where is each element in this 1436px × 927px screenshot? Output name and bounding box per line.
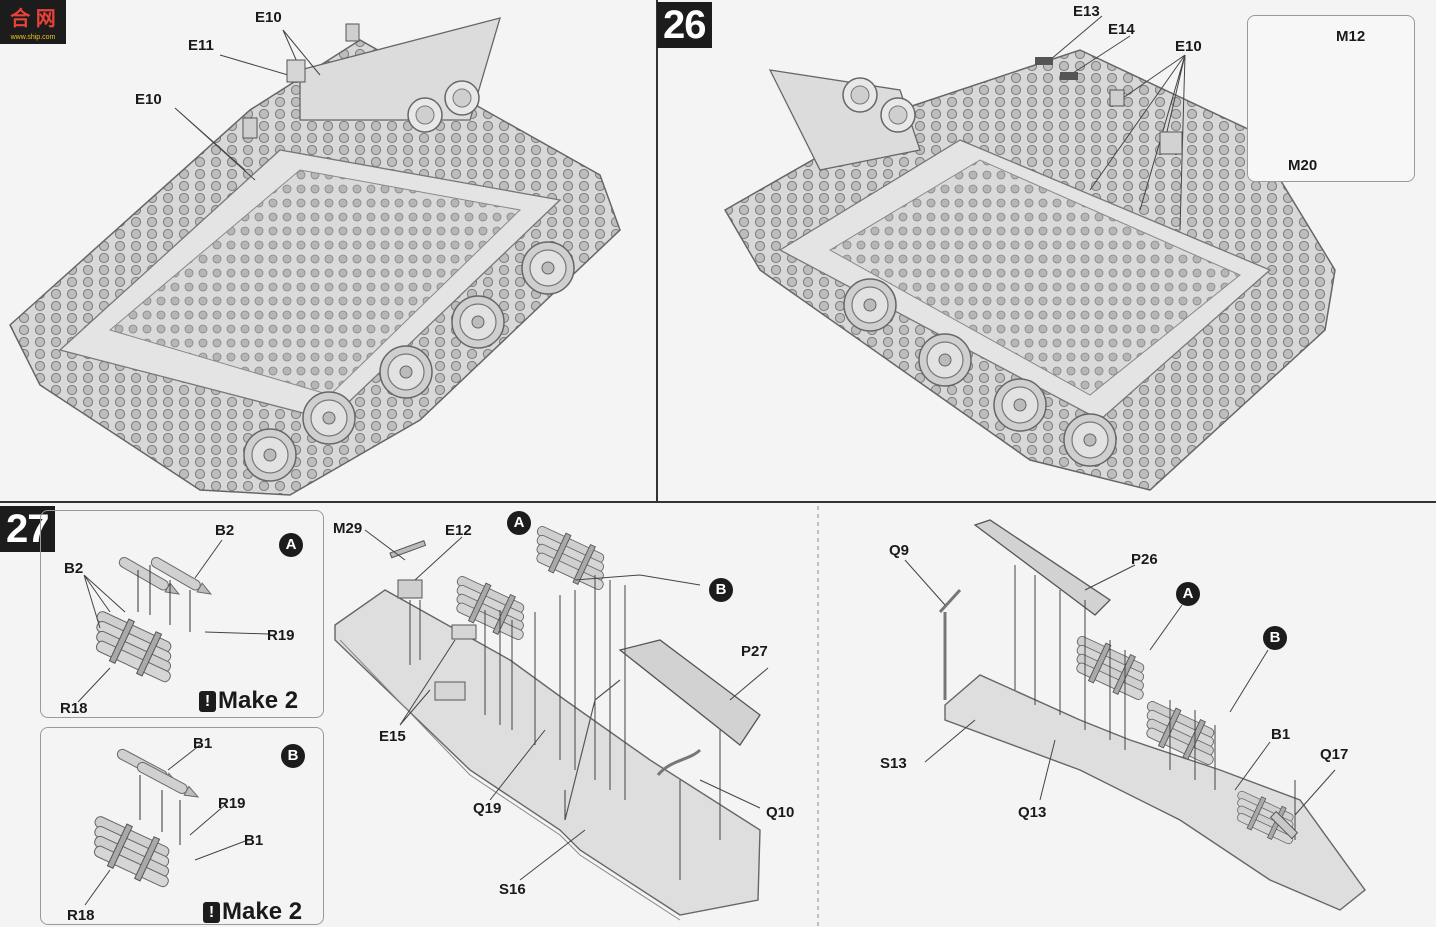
logo-url: www.ship.com: [10, 34, 56, 41]
part-label-b1: B1: [193, 735, 213, 752]
inset-box-m12-m20: M12 M20: [1247, 15, 1415, 182]
left-floor-assembly: [334, 521, 769, 921]
part-label-q9: Q9: [889, 542, 910, 559]
part-label-p26: P26: [1131, 551, 1158, 568]
part-label-b1-right-assembly: B1: [1271, 726, 1291, 743]
logo-glyph: 合 网: [10, 8, 56, 30]
part-label-m29: M29: [333, 520, 363, 537]
part-label-b2-left: B2: [64, 560, 84, 577]
part-label-q10: Q10: [766, 804, 795, 821]
warning-icon: !: [199, 691, 216, 712]
marker-b-left: B: [709, 578, 733, 602]
part-label-e12: E12: [445, 522, 472, 539]
make-2-note-b: !Make 2: [203, 900, 302, 924]
subassembly-box-a: B2 B2 R19 R18 A !Make 2: [40, 510, 324, 718]
marker-a-left: A: [507, 511, 531, 535]
part-label-e10: E10: [255, 9, 282, 26]
part-label-p27: P27: [741, 643, 768, 660]
marker-b: B: [281, 744, 305, 768]
part-label-m20: M20: [1288, 157, 1318, 174]
part-label-b2: B2: [215, 522, 235, 539]
part-label-s13: S13: [880, 755, 907, 772]
part-label-e14: E14: [1108, 21, 1135, 38]
bundle-a-drawing: [77, 539, 269, 703]
bundle-b-drawing: [79, 744, 249, 906]
make-2-note-a: !Make 2: [199, 689, 298, 713]
part-label-q13: Q13: [1018, 804, 1047, 821]
watermark-logo: 合 网 www.ship.com: [0, 0, 66, 44]
marker-a: A: [279, 533, 303, 557]
right-floor-assembly: [904, 519, 1366, 911]
part-label-e10-left: E10: [135, 91, 162, 108]
part-label-r19-b: R19: [218, 795, 246, 812]
warning-icon: !: [203, 902, 220, 923]
part-label-r18-b: R18: [67, 907, 95, 924]
part-label-b1-right: B1: [244, 832, 264, 849]
part-label-r18: R18: [60, 700, 88, 717]
step-number-26: 26: [657, 2, 712, 48]
part-label-e10-step26: E10: [1175, 38, 1202, 55]
part-label-r19: R19: [267, 627, 295, 644]
part-label-e11: E11: [188, 37, 214, 54]
marker-b-right: B: [1263, 626, 1287, 650]
hull-drawing-left: [9, 17, 621, 496]
part-label-m12: M12: [1336, 28, 1366, 45]
part-label-q17: Q17: [1320, 746, 1349, 763]
part-label-q19: Q19: [473, 800, 502, 817]
marker-a-right: A: [1176, 582, 1200, 606]
hull-drawing-right: [723, 15, 1336, 491]
part-label-s16: S16: [499, 881, 526, 898]
part-label-e13: E13: [1073, 3, 1100, 20]
part-label-e15: E15: [379, 728, 406, 745]
subassembly-box-b: B1 R19 B1 R18 B !Make 2: [40, 727, 324, 925]
